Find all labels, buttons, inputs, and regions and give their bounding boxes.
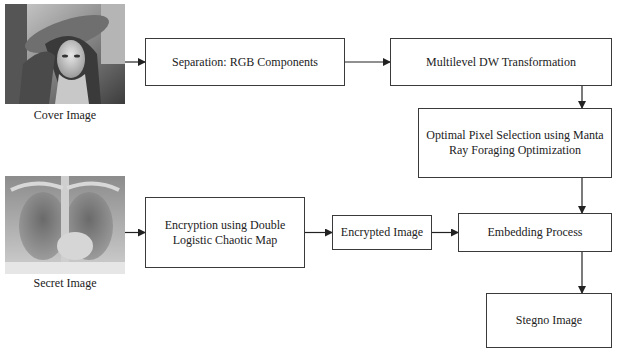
- box-label: Stegno Image: [516, 313, 582, 328]
- image-caption: Cover Image: [34, 108, 96, 123]
- flow-arrow: [125, 61, 145, 62]
- flow-arrow: [305, 232, 332, 233]
- process-box: Embedding Process: [458, 213, 612, 252]
- process-box: Optimal Pixel Selection using Manta Ray …: [418, 108, 612, 178]
- box-label: Encryption using Double Logistic Chaotic…: [152, 218, 298, 248]
- process-box: Multilevel DW Transformation: [390, 38, 612, 86]
- box-label: Optimal Pixel Selection using Manta Ray …: [425, 128, 605, 158]
- cover-photo: [5, 4, 125, 104]
- image-node: Secret Image: [5, 176, 125, 292]
- process-box: Encryption using Double Logistic Chaotic…: [145, 197, 305, 268]
- xray-photo: [5, 176, 125, 274]
- flow-arrow: [432, 232, 458, 233]
- box-label: Separation: RGB Components: [172, 55, 318, 70]
- process-box: Encrypted Image: [332, 215, 432, 250]
- flow-arrow: [345, 61, 390, 62]
- flow-arrow: [581, 86, 582, 108]
- box-label: Multilevel DW Transformation: [426, 55, 576, 70]
- flow-arrow: [581, 252, 582, 293]
- process-box: Separation: RGB Components: [145, 38, 345, 86]
- process-box: Stegno Image: [486, 293, 612, 348]
- flow-arrow: [581, 178, 582, 213]
- box-label: Embedding Process: [488, 225, 583, 240]
- image-caption: Secret Image: [34, 276, 97, 291]
- flow-arrow: [125, 232, 145, 233]
- image-node: Cover Image: [5, 4, 125, 124]
- box-label: Encrypted Image: [341, 225, 423, 240]
